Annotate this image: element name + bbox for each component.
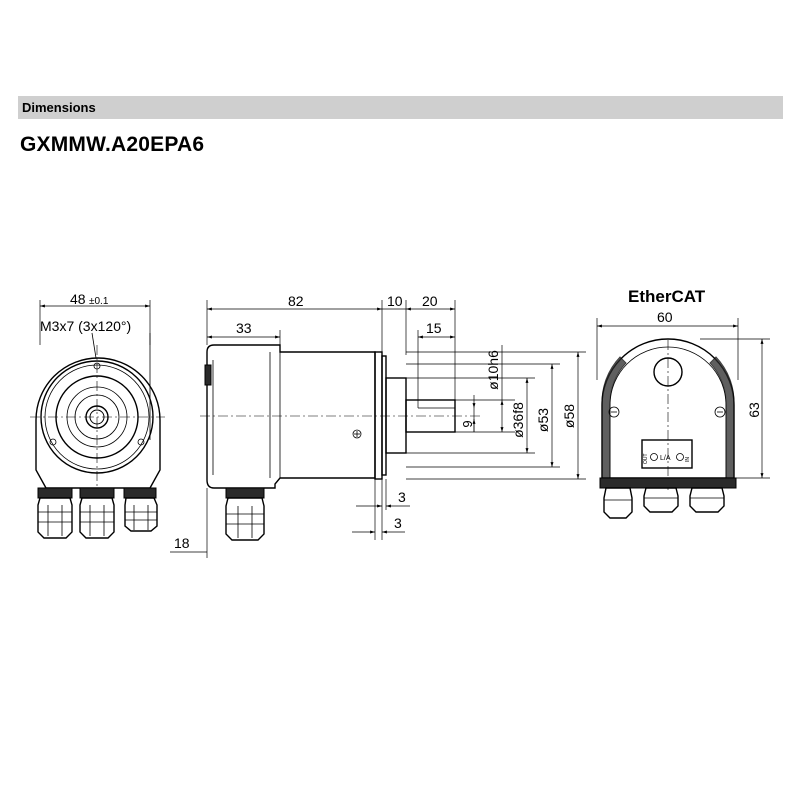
thread-hole-left	[49, 438, 57, 446]
product-code: GXMMW.A20EPA6	[20, 133, 205, 156]
rear-height-label: 63	[746, 402, 762, 418]
front-housing	[35, 357, 161, 489]
led-port-out	[650, 453, 658, 461]
rear-width-label: 60	[657, 309, 673, 325]
housing-label: 33	[236, 320, 252, 336]
shaft-flat-label: 15	[426, 320, 442, 336]
spigot	[385, 377, 407, 454]
gap-b-label: 3	[394, 515, 402, 531]
rear-connector-in	[689, 487, 725, 513]
side-screw	[352, 429, 362, 439]
port-in-label: IN	[685, 457, 691, 462]
gap-a-label: 3	[398, 489, 406, 505]
section-title: Dimensions	[22, 100, 96, 115]
flange-diameter-label: ø58	[561, 404, 577, 428]
rear-screw-right	[714, 406, 726, 418]
led-label: L/A	[660, 455, 671, 462]
rear-connector-out	[643, 487, 679, 513]
spigot-diameter-label: ø36f8	[510, 402, 526, 438]
rear-screw-left	[608, 406, 620, 418]
cable-dimension-label: 18	[174, 535, 190, 551]
front-view: 48 ±0.1 M3x7 (3x120°)	[30, 291, 207, 553]
side-view: 82 10 20 33 15	[200, 293, 586, 558]
rear-connector-power	[603, 487, 633, 519]
side-cable-gland	[225, 487, 265, 541]
front-width-tolerance: ±0.1	[89, 296, 109, 307]
shaft-length-label: 20	[422, 293, 438, 309]
thread-label: M3x7 (3x120°)	[40, 318, 131, 334]
front-width-label: 48	[70, 291, 86, 307]
length-label: 82	[288, 293, 304, 309]
thread-hole-right	[137, 438, 145, 446]
led-panel	[641, 439, 693, 469]
flat-height-label: 9	[460, 420, 475, 427]
rear-view: EtherCAT 60 L/A OUT IN 63	[596, 287, 770, 519]
body-diameter-label: ø53	[535, 408, 551, 432]
front-cable-glands	[37, 487, 158, 539]
encoder-housing	[206, 344, 376, 489]
section-header-bar: Dimensions	[18, 96, 783, 119]
protocol-label: EtherCAT	[628, 287, 706, 306]
flange-thickness-label: 10	[387, 293, 403, 309]
led-port-in	[676, 453, 684, 461]
mounting-flange	[374, 351, 383, 480]
rear-connector-strip	[599, 477, 737, 489]
port-out-label: OUT	[643, 453, 649, 464]
shaft-diameter-label: ø10h6	[485, 350, 501, 390]
